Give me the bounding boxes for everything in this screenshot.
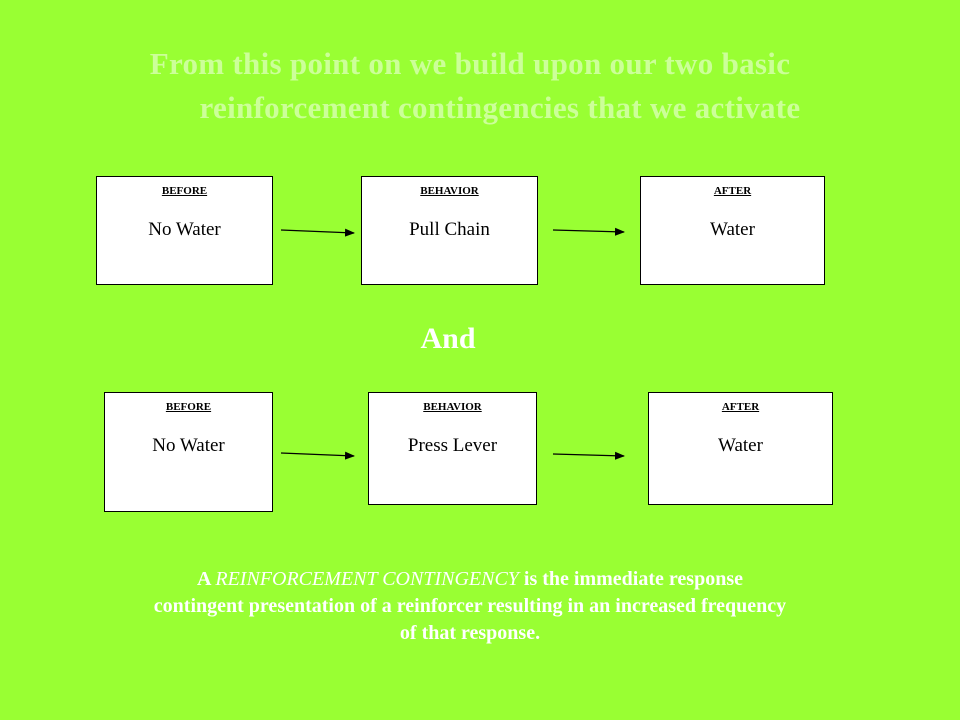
row2-after-value: Water: [718, 435, 763, 456]
row1-before-header: BEFORE: [161, 185, 208, 197]
row1-arrow-behavior-to-after: [552, 227, 625, 236]
row1-before-value: No Water: [148, 219, 221, 240]
row2-after-box: AFTER Water: [648, 392, 833, 505]
row2-before-value: No Water: [152, 435, 225, 456]
row2-before-header: BEFORE: [165, 401, 212, 413]
row1-behavior-header: BEHAVIOR: [420, 185, 479, 197]
row2-before-box: BEFORE No Water: [104, 392, 273, 512]
row2-behavior-box: BEHAVIOR Press Lever: [368, 392, 537, 505]
row1-behavior-box: BEHAVIOR Pull Chain: [361, 176, 538, 285]
row2-after-header: AFTER: [721, 401, 760, 413]
row1-after-box: AFTER Water: [640, 176, 825, 285]
definition-term: REINFORCEMENT CONTINGENCY: [215, 568, 519, 590]
slide-title: From this point on we build upon our two…: [60, 42, 920, 130]
row1-before-box: BEFORE No Water: [96, 176, 273, 285]
row1-after-header: AFTER: [713, 185, 752, 197]
row2-behavior-value: Press Lever: [407, 435, 498, 456]
definition-text: A REINFORCEMENT CONTINGENCY is the immed…: [150, 566, 790, 647]
definition-rest: is the immediate response contingent pre…: [153, 568, 787, 644]
definition-prefix: A: [197, 568, 216, 590]
row1-behavior-value: Pull Chain: [409, 219, 490, 240]
row1-after-value: Water: [710, 219, 755, 240]
slide-title-line-1: From this point on we build upon our two…: [149, 46, 791, 81]
row1-arrow-before-to-behavior: [280, 228, 355, 237]
row2-arrow-before-to-behavior: [280, 451, 355, 460]
row2-behavior-header: BEHAVIOR: [423, 401, 482, 413]
slide-title-line-2: reinforcement contingencies that we acti…: [199, 90, 801, 125]
connector-and: And: [420, 322, 476, 355]
row2-arrow-behavior-to-after: [552, 451, 625, 460]
